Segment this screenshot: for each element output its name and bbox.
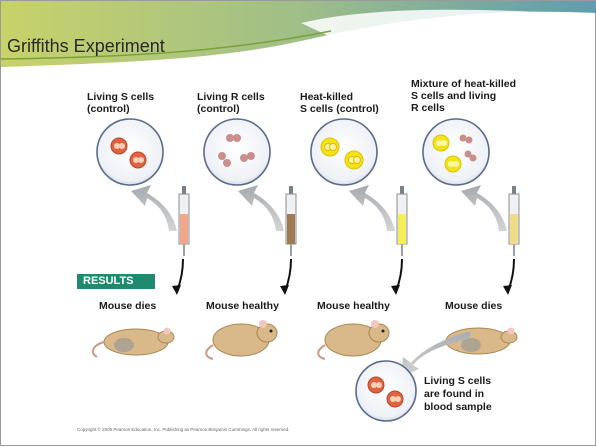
mouse-healthy-icon — [206, 320, 277, 359]
transfer-arrow — [349, 185, 395, 231]
transfer-arrow — [461, 185, 507, 231]
heat-killed-s-cell — [433, 135, 449, 151]
down-arrow-icon — [172, 259, 183, 295]
outcome-living-s: Mouse dies — [99, 300, 156, 312]
syringe-icon — [509, 186, 519, 256]
outcome-mixture: Mouse dies — [445, 300, 502, 312]
dish-living-s — [97, 119, 163, 185]
dish-blood-sample — [356, 361, 416, 421]
dish-heat-killed-s — [311, 119, 377, 185]
results-label: RESULTS — [77, 274, 155, 289]
outcome-heat-killed-s: Mouse healthy — [317, 300, 390, 312]
syringe-icon — [397, 186, 407, 256]
s-cell — [111, 138, 127, 154]
mouse-dead-icon — [93, 328, 174, 358]
dish-living-r — [204, 119, 270, 185]
syringe-icon — [286, 186, 296, 256]
heat-killed-s-cell — [445, 156, 461, 172]
down-arrow-icon — [503, 259, 514, 295]
s-cell — [387, 391, 403, 407]
blood-sample-label: Living S cells are found in blood sample — [424, 375, 492, 414]
transfer-arrow — [238, 185, 284, 231]
s-cell — [368, 377, 384, 393]
heat-killed-s-cell — [345, 151, 363, 169]
copyright-notice: Copyright © 2005 Pearson Education, Inc.… — [77, 427, 289, 432]
transfer-arrow — [131, 185, 177, 231]
mouse-healthy-icon — [318, 320, 389, 359]
heat-killed-s-cell — [321, 138, 339, 156]
down-arrow-icon — [391, 259, 402, 295]
syringe-icon — [179, 186, 189, 256]
down-arrow-icon — [280, 259, 291, 295]
blood-sample-arrow — [401, 331, 471, 377]
dish-mixture — [423, 119, 489, 185]
s-cell — [130, 152, 146, 168]
outcome-living-r: Mouse healthy — [206, 300, 279, 312]
